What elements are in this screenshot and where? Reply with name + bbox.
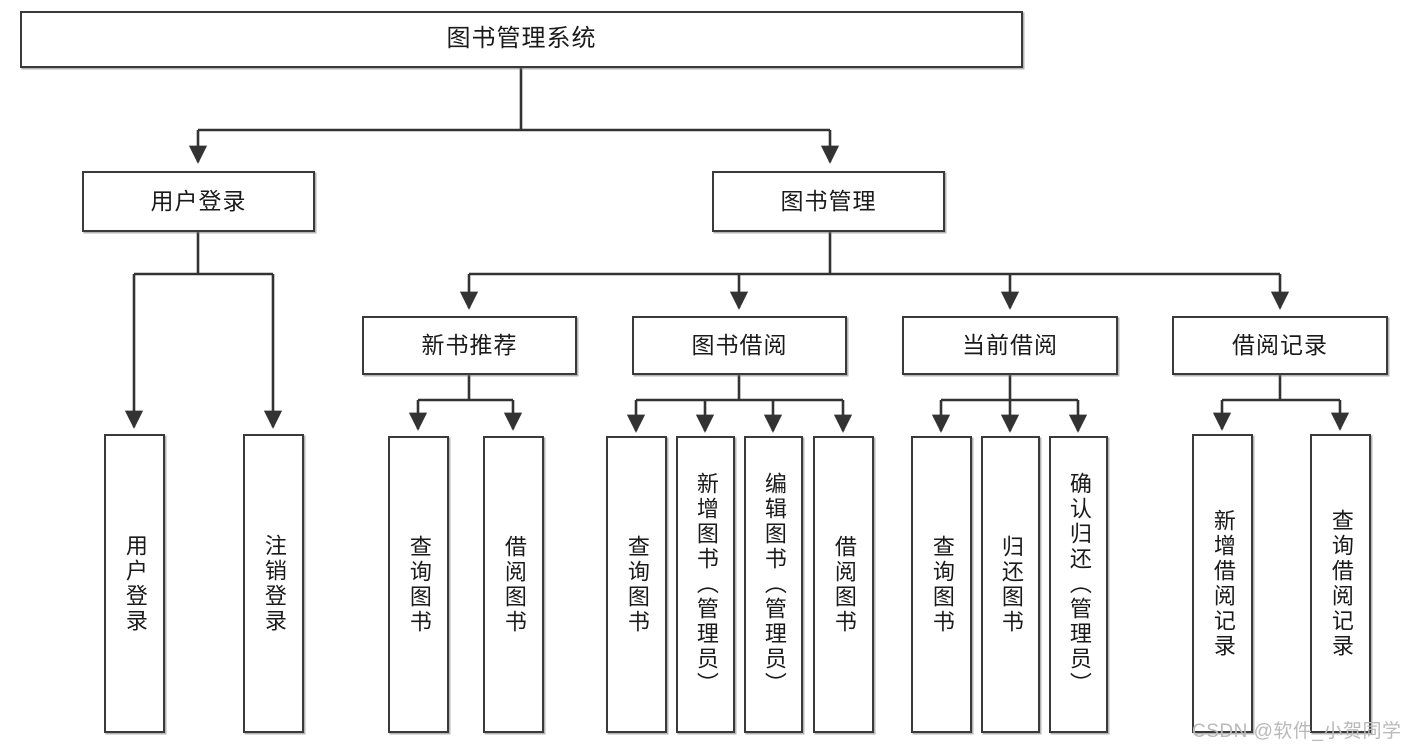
node-current-borrow[interactable]: 当前借阅 [902,316,1118,375]
leaf-edit-book-admin[interactable]: 编辑图书（管理员） [744,436,803,733]
leaf-query-book-borrow[interactable]: 查询图书 [606,436,667,733]
leaf-add-book-admin[interactable]: 新增图书（管理员） [676,436,735,733]
leaf-borrow-book[interactable]: 借阅图书 [813,436,874,733]
csdn-watermark: CSDN @软件_小贺同学 [1192,721,1402,742]
node-book-borrow[interactable]: 图书借阅 [632,316,847,375]
leaf-query-borrow-record[interactable]: 查询借阅记录 [1310,434,1371,733]
node-new-book-recommend[interactable]: 新书推荐 [362,316,577,375]
node-borrow-record[interactable]: 借阅记录 [1172,316,1388,375]
node-root-system[interactable]: 图书管理系统 [20,11,1023,68]
node-book-management[interactable]: 图书管理 [712,171,945,232]
leaf-query-book-recommend[interactable]: 查询图书 [388,436,449,733]
node-user-login[interactable]: 用户登录 [82,171,315,232]
leaf-confirm-return-admin[interactable]: 确认归还（管理员） [1049,436,1108,733]
leaf-return-book[interactable]: 归还图书 [981,436,1040,733]
leaf-add-borrow-record[interactable]: 新增借阅记录 [1192,434,1253,733]
leaf-logout[interactable]: 注销登录 [243,434,304,733]
leaf-borrow-book-recommend[interactable]: 借阅图书 [483,436,544,733]
leaf-user-login[interactable]: 用户登录 [104,434,165,733]
leaf-query-book-current[interactable]: 查询图书 [911,436,972,733]
